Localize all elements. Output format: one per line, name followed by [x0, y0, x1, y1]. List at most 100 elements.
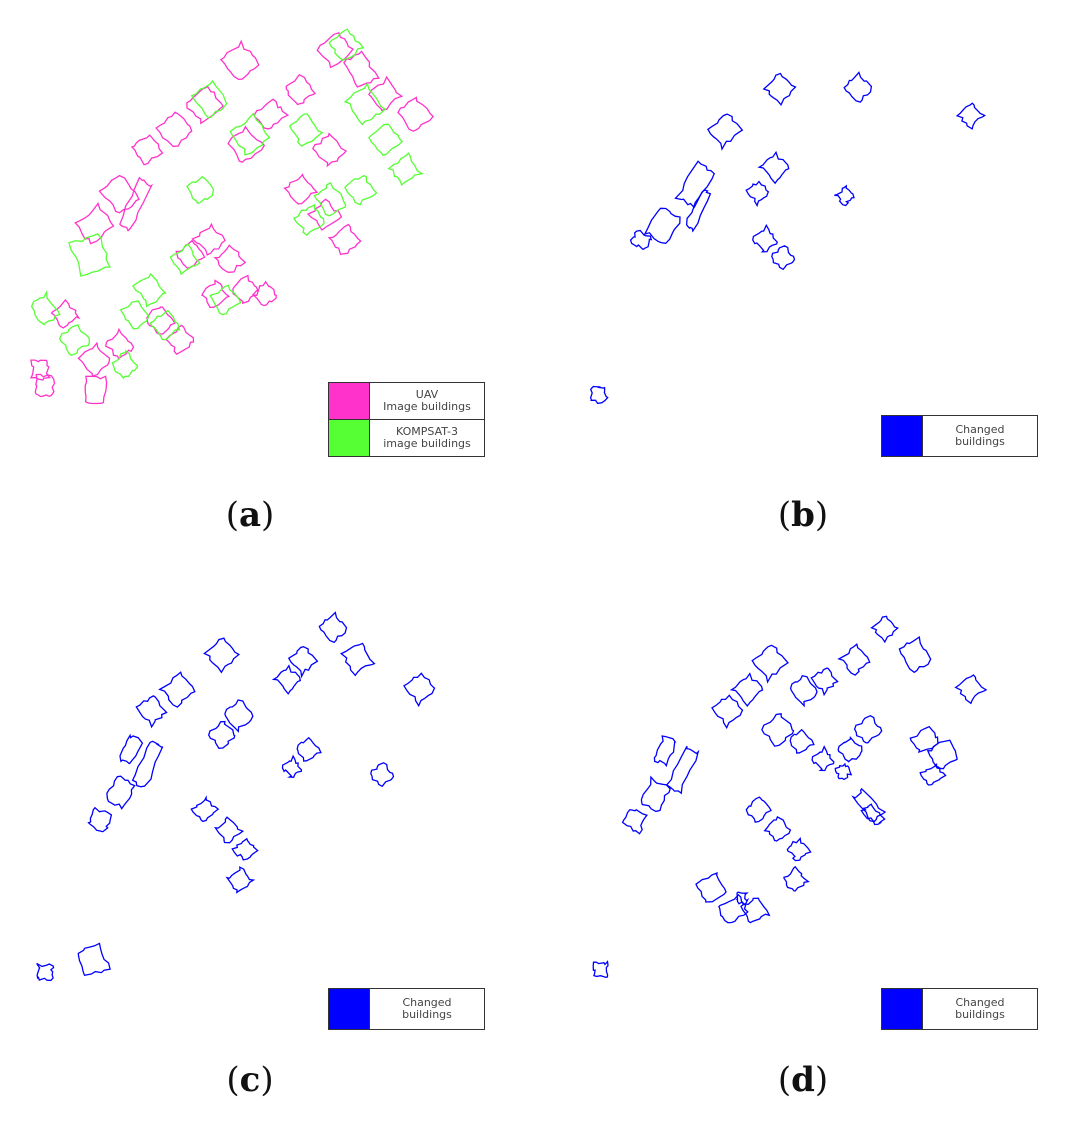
changed-c-building-outline [370, 762, 395, 788]
changed-d-building-outline [736, 891, 750, 906]
changed-c-building-outline [225, 866, 256, 894]
changed-c-building-outline [87, 806, 113, 833]
changed-d-building-outline [834, 762, 853, 781]
uav-building-outline [232, 274, 259, 305]
changed-label-line2-d: buildings [955, 1008, 1005, 1021]
uav-building-outline [368, 75, 404, 111]
changed-d-building-outline [621, 808, 648, 835]
changed-c-building-outline [296, 736, 322, 762]
uav-building-outline [397, 96, 434, 132]
uav-building-outline [119, 176, 154, 232]
changed-c-building-outline [318, 611, 348, 644]
kompsat-building-outline [368, 123, 404, 157]
kompsat-building-outline [186, 175, 215, 205]
uav-building-outline [285, 73, 317, 106]
kompsat-building-outline [343, 82, 387, 126]
uav-label-line1: UAV [415, 388, 439, 401]
changed-c-building-outline [77, 942, 111, 977]
changed-d-building-outline [851, 787, 887, 823]
changed-b-building-outline [843, 71, 873, 103]
changed-d-building-outline [789, 728, 815, 754]
changed-d-building-outline [592, 960, 609, 978]
changed-d-building-outline [811, 745, 835, 772]
uav-building-outline [29, 359, 52, 381]
kompsat-building-outline [344, 174, 378, 206]
changed-b-building-outline [589, 385, 609, 405]
changed-d-building-outline [810, 667, 839, 697]
changed-swatch-b [881, 415, 923, 457]
changed-d-building-outline [909, 725, 939, 754]
changed-b-building-outline [745, 180, 770, 208]
uav-building-outline [251, 280, 277, 307]
kompsat-building-outline [313, 182, 347, 217]
building-outline-map-a [29, 28, 434, 405]
changed-label-line1-d: Changed [955, 996, 1005, 1009]
uav-swatch [328, 382, 370, 420]
changed-c-building-outline [224, 699, 254, 733]
uav-building-outline [146, 306, 176, 335]
uav-building-outline [306, 198, 343, 231]
kompsat-swatch [328, 419, 370, 457]
changed-d-building-outline [860, 803, 886, 826]
legend-a: UAV Image buildings KOMPSAT-3 image buil… [328, 382, 485, 457]
caption-a: (a) [225, 495, 275, 535]
changed-d-building-outline [954, 674, 988, 705]
changed-c-building-outline [287, 646, 319, 679]
changed-d-building-outline [870, 615, 899, 644]
kompsat-building-outline [387, 152, 424, 186]
changed-b-building-outline [834, 184, 855, 207]
kompsat-building-outline [292, 204, 325, 236]
changed-b-building-outline [771, 245, 796, 271]
changed-label-line1-b: Changed [955, 423, 1005, 436]
changed-d-building-outline [761, 713, 795, 747]
kompsat-building-outline [209, 284, 242, 316]
kompsat-building-outline [169, 243, 201, 276]
changed-d-building-outline [745, 796, 772, 823]
uav-building-outline [50, 298, 81, 329]
panel-b: Changed buildings (b) [533, 0, 1067, 560]
kompsat-building-outline [68, 233, 111, 277]
changed-label-line2-b: buildings [955, 435, 1005, 448]
changed-d-building-outline [640, 775, 671, 813]
changed-d-building-outline [665, 745, 700, 795]
legend-b: Changed buildings [881, 415, 1038, 457]
legend-row-uav: UAV Image buildings [328, 382, 485, 420]
kompsat-building-outline [229, 112, 271, 156]
changed-c-building-outline [158, 671, 196, 708]
uav-building-outline [98, 174, 140, 214]
panel-a: UAV Image buildings KOMPSAT-3 image buil… [0, 0, 533, 560]
changed-d-building-outline [926, 739, 958, 770]
uav-building-outline [327, 223, 362, 256]
building-outline-map-c [36, 611, 436, 982]
changed-c-building-outline [207, 720, 236, 749]
changed-b-building-outline [674, 160, 715, 209]
caption-d: (d) [777, 1060, 829, 1100]
changed-b-building-outline [955, 102, 987, 130]
changed-c-building-outline [190, 795, 220, 823]
uav-building-outline [227, 125, 266, 163]
changed-d-building-outline [751, 644, 789, 684]
kompsat-building-outline [328, 28, 365, 62]
uav-building-outline [77, 341, 111, 378]
changed-c-building-outline [106, 775, 136, 810]
kompsat-building-outline [132, 272, 167, 308]
caption-c: (c) [226, 1060, 274, 1100]
kompsat-building-outline [30, 289, 61, 326]
uav-building-outline [130, 134, 164, 166]
legend-d: Changed buildings [881, 988, 1038, 1030]
changed-d-building-outline [695, 871, 727, 903]
changed-c-building-outline [403, 672, 436, 708]
changed-c-building-outline [135, 695, 168, 729]
caption-b: (b) [777, 495, 829, 535]
changed-swatch-c [328, 988, 370, 1030]
changed-d-building-outline [783, 865, 810, 892]
legend-c: Changed buildings [328, 988, 485, 1030]
changed-c-building-outline [339, 642, 376, 677]
uav-building-outline [155, 111, 193, 148]
changed-b-building-outline [762, 72, 797, 107]
changed-c-building-outline [131, 740, 164, 788]
kompsat-building-outline [58, 324, 91, 357]
changed-b-building-outline [643, 207, 681, 244]
changed-c-building-outline [231, 837, 259, 861]
building-outline-map-b [589, 71, 987, 405]
